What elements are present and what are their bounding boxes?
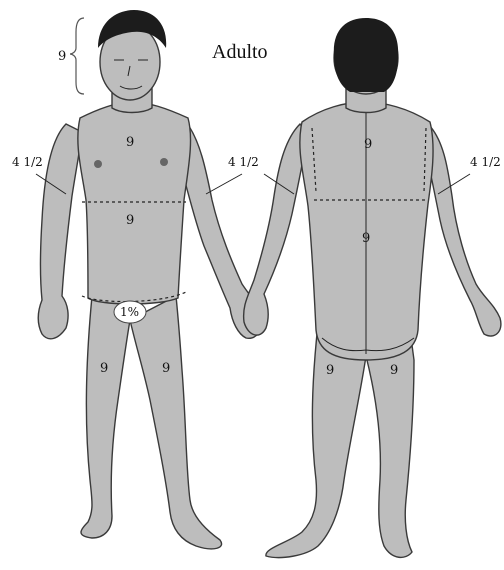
label-leg-back-right: 9: [390, 363, 398, 378]
label-genital: 1%: [120, 305, 139, 319]
label-lower-back: 9: [362, 231, 370, 246]
front-torso: [78, 102, 191, 304]
label-leg-back-left: 9: [326, 363, 334, 378]
diagram-title: Adulto: [212, 41, 268, 63]
label-upper-back: 9: [364, 137, 372, 152]
front-figure: [38, 10, 262, 549]
label-head: 9: [58, 49, 66, 64]
label-leg-front-right: 9: [162, 361, 170, 376]
back-figure: [244, 18, 501, 558]
front-arm-left: [38, 124, 82, 339]
label-arm-front-left: 4 1/2: [12, 155, 43, 169]
label-abdomen: 9: [126, 213, 134, 228]
label-chest: 9: [126, 135, 134, 150]
front-leg-left: [81, 296, 130, 538]
front-nipple-left: [94, 160, 102, 168]
back-hair: [334, 18, 398, 92]
front-leg-right: [130, 296, 222, 549]
label-arm-back-right: 4 1/2: [470, 155, 501, 169]
label-leg-front-left: 9: [100, 361, 108, 376]
arm-front-right-pointer: [206, 174, 242, 194]
label-arm-front-right: 4 1/2: [228, 155, 259, 169]
front-nipple-right: [160, 158, 168, 166]
head-bracket: [70, 18, 84, 94]
